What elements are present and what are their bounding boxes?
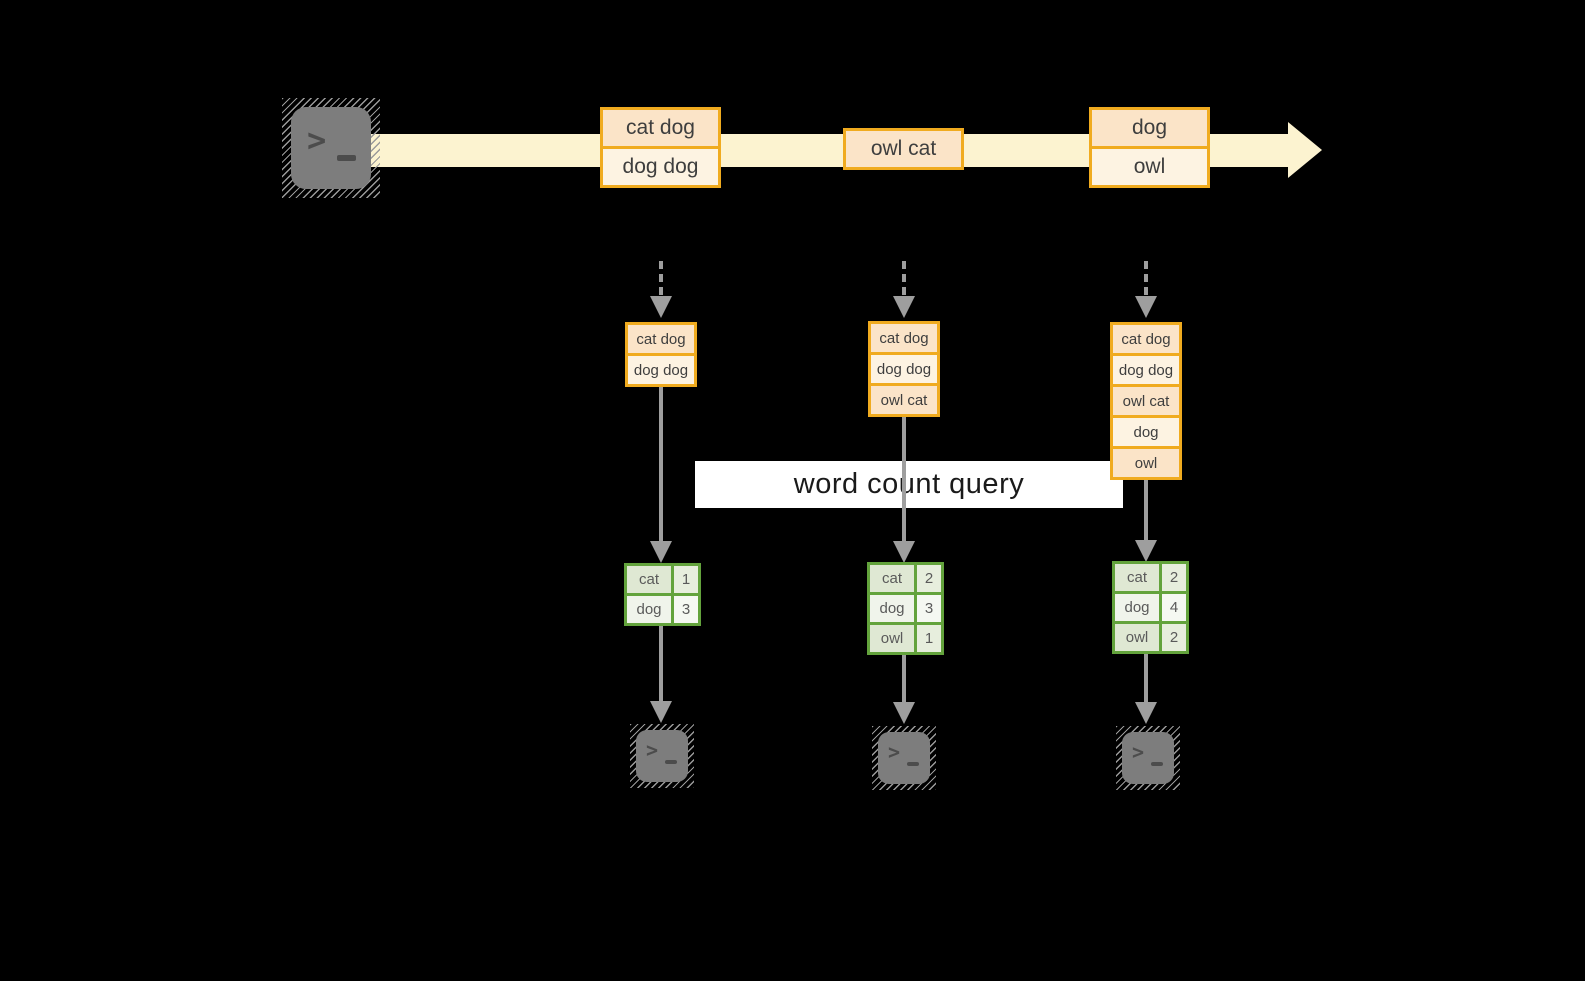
input-table-2: cat dog dog dog owl cat [868, 321, 940, 417]
word-cell: dog [870, 595, 914, 622]
record: owl [1092, 149, 1207, 185]
word-cell: cat [627, 566, 671, 593]
terminal-screen: > [291, 107, 371, 189]
output-arrow-1 [659, 626, 663, 702]
output-arrow-3 [1144, 654, 1148, 703]
stream-batch-3: dog owl [1089, 107, 1210, 188]
batch-dashed-arrow-2 [902, 261, 906, 295]
arrowhead-icon [893, 541, 915, 563]
count-cell: 4 [1162, 594, 1186, 621]
query-arrow-3 [1144, 479, 1148, 540]
stream-arrowhead-icon [1288, 122, 1322, 178]
prompt-cursor-icon [665, 760, 677, 764]
word-cell: owl [870, 625, 914, 652]
count-cell: 1 [917, 625, 941, 652]
record: owl cat [871, 386, 937, 414]
prompt-cursor-icon [907, 762, 919, 766]
word-cell: dog [627, 596, 671, 623]
record: dog dog [871, 355, 937, 383]
prompt-cursor-icon [1151, 762, 1163, 766]
arrowhead-icon [650, 701, 672, 723]
prompt-chevron-icon: > [1132, 740, 1145, 764]
terminal-screen: > [636, 730, 688, 782]
record: owl [1113, 449, 1179, 477]
query-label: word count query [793, 468, 1025, 500]
batch-dashed-arrow-3 [1144, 261, 1148, 295]
word-cell: cat [870, 565, 914, 592]
record: owl cat [846, 131, 961, 167]
result-table-1: cat 1 dog 3 [624, 563, 701, 626]
record: owl cat [1113, 387, 1179, 415]
count-cell: 2 [1162, 624, 1186, 651]
count-cell: 2 [917, 565, 941, 592]
batch-dashed-arrow-1 [659, 261, 663, 295]
record: dog dog [603, 149, 718, 185]
count-cell: 3 [674, 596, 698, 623]
record: cat dog [871, 324, 937, 352]
input-table-1: cat dog dog dog [625, 322, 697, 387]
arrowhead-icon [650, 296, 672, 318]
result-table-3: cat 2 dog 4 owl 2 [1112, 561, 1189, 654]
terminal-icon: > [630, 724, 694, 788]
arrowhead-icon [1135, 702, 1157, 724]
record: cat dog [628, 325, 694, 353]
word-cell: owl [1115, 624, 1159, 651]
result-table-2: cat 2 dog 3 owl 1 [867, 562, 944, 655]
record: dog [1092, 110, 1207, 146]
terminal-screen: > [878, 732, 930, 784]
query-arrow-1 [659, 386, 663, 542]
count-cell: 1 [674, 566, 698, 593]
terminal-icon: > [282, 98, 380, 198]
arrowhead-icon [1135, 540, 1157, 562]
terminal-icon: > [872, 726, 936, 790]
stream-batch-2: owl cat [843, 128, 964, 170]
arrowhead-icon [650, 541, 672, 563]
arrowhead-icon [893, 296, 915, 318]
word-cell: dog [1115, 594, 1159, 621]
record: dog dog [1113, 356, 1179, 384]
prompt-chevron-icon: > [888, 740, 901, 764]
record: cat dog [1113, 325, 1179, 353]
arrowhead-icon [893, 702, 915, 724]
prompt-cursor-icon [337, 155, 356, 161]
query-arrow-2 [902, 416, 906, 541]
count-cell: 2 [1162, 564, 1186, 591]
arrowhead-icon [1135, 296, 1157, 318]
prompt-chevron-icon: > [646, 738, 659, 762]
record: dog dog [628, 356, 694, 384]
count-cell: 3 [917, 595, 941, 622]
stream-batch-1: cat dog dog dog [600, 107, 721, 188]
terminal-icon: > [1116, 726, 1180, 790]
output-arrow-2 [902, 655, 906, 703]
query-label-band: word count query [695, 461, 1123, 508]
word-cell: cat [1115, 564, 1159, 591]
record: dog [1113, 418, 1179, 446]
prompt-chevron-icon: > [307, 121, 327, 159]
record: cat dog [603, 110, 718, 146]
terminal-screen: > [1122, 732, 1174, 784]
input-table-3: cat dog dog dog owl cat dog owl [1110, 322, 1182, 480]
